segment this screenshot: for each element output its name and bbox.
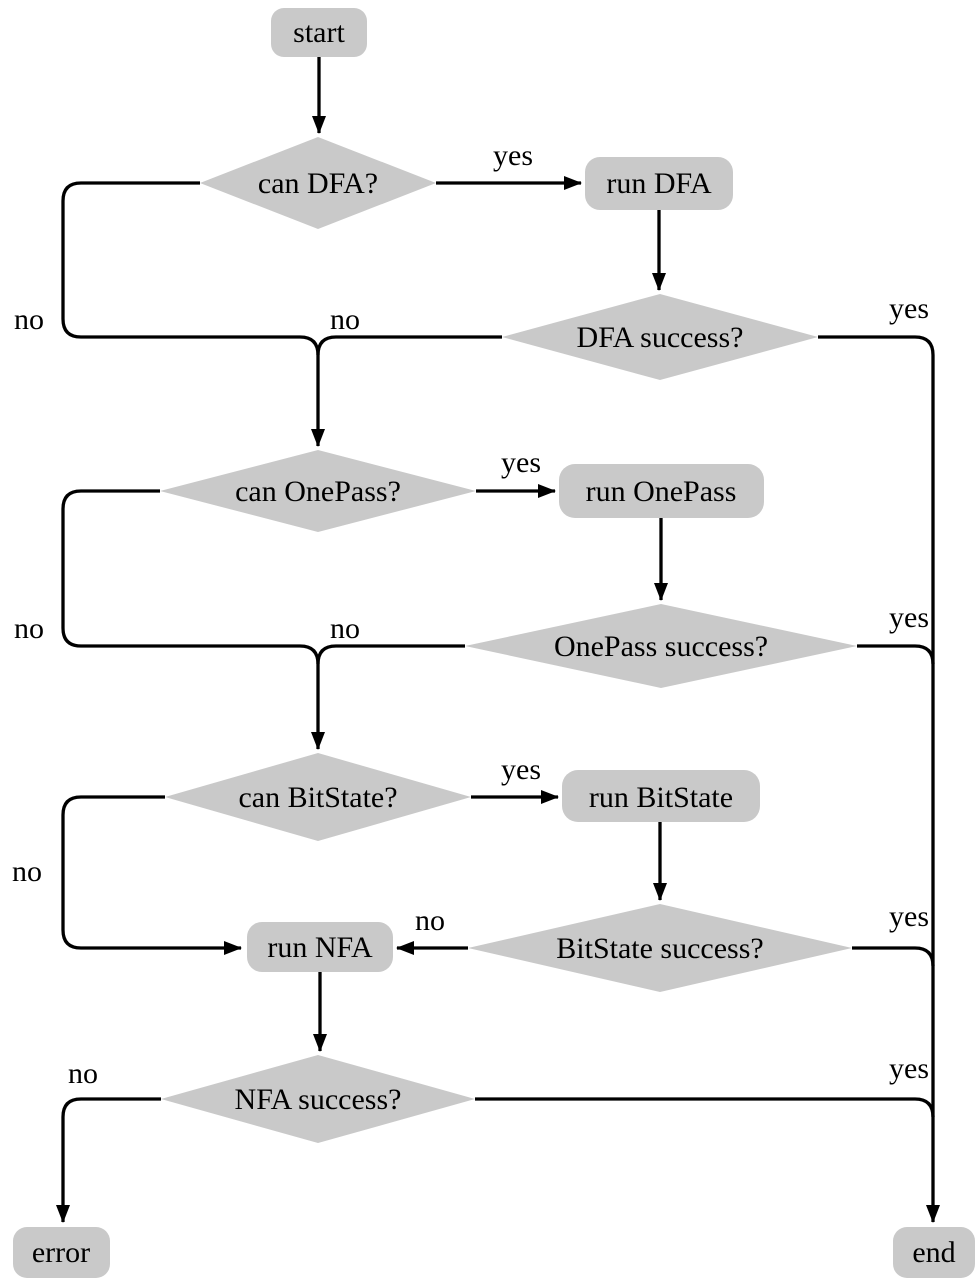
edge-nfa-success-no-to-error — [56, 1097, 161, 1223]
dfa-success-diamond — [502, 294, 818, 380]
edge-nfa-success-yes — [475, 1097, 935, 1118]
node-nfa-success: NFA success? — [161, 1055, 475, 1143]
edge-label-can-dfa-yes: yes — [493, 139, 533, 172]
can-bitstate-diamond — [165, 753, 471, 841]
node-can-dfa: can DFA? — [200, 137, 436, 229]
run-bitstate-box — [562, 770, 760, 822]
edge-can-onepass-no — [61, 489, 325, 750]
nfa-success-label: NFA success? — [235, 1083, 402, 1116]
can-bitstate-label: can BitState? — [238, 781, 397, 814]
node-error: error — [13, 1227, 110, 1278]
error-label: error — [32, 1236, 90, 1269]
run-nfa-label: run NFA — [267, 931, 373, 964]
start-box — [271, 8, 367, 57]
run-dfa-label: run DFA — [606, 167, 712, 200]
edge-onepass-success-yes — [857, 644, 935, 665]
node-onepass-success: OnePass success? — [465, 604, 857, 688]
edge-label-nfa-success-no: no — [68, 1057, 98, 1090]
nfa-success-diamond — [161, 1055, 475, 1143]
run-dfa-box — [585, 157, 733, 210]
edge-label-can-bitstate-no: no — [12, 855, 42, 888]
node-run-nfa: run NFA — [247, 922, 393, 972]
error-box — [13, 1227, 110, 1278]
start-label: start — [293, 16, 345, 49]
run-bitstate-label: run BitState — [589, 781, 733, 814]
node-can-onepass: can OnePass? — [160, 450, 476, 532]
node-start: start — [271, 8, 367, 57]
run-onepass-box — [559, 464, 764, 518]
edge-label-onepass-success-no: no — [330, 612, 360, 645]
node-run-bitstate: run BitState — [562, 770, 760, 822]
edge-label-can-onepass-yes: yes — [501, 446, 541, 479]
edge-layer — [56, 57, 940, 1223]
run-nfa-box — [247, 922, 393, 972]
edge-dfa-success-yes-to-end — [818, 335, 940, 1223]
end-box — [893, 1227, 975, 1278]
edge-label-layer: yes yes no no yes yes no no yes yes no n… — [12, 139, 929, 1090]
edge-label-bitstate-success-yes: yes — [889, 900, 929, 933]
can-onepass-label: can OnePass? — [235, 475, 401, 508]
bitstate-success-diamond — [468, 904, 852, 992]
edge-dfa-success-no — [316, 335, 502, 356]
edge-label-dfa-success-no: no — [330, 303, 360, 336]
can-dfa-label: can DFA? — [258, 167, 378, 200]
node-dfa-success: DFA success? — [502, 294, 818, 380]
can-dfa-diamond — [200, 137, 436, 229]
onepass-success-label: OnePass success? — [554, 630, 768, 663]
edge-label-onepass-success-yes: yes — [889, 601, 929, 634]
edge-bitstate-success-yes — [852, 946, 935, 967]
can-onepass-diamond — [160, 450, 476, 532]
node-bitstate-success: BitState success? — [468, 904, 852, 992]
onepass-success-diamond — [465, 604, 857, 688]
bitstate-success-label: BitState success? — [556, 932, 763, 965]
edge-label-can-onepass-no: no — [14, 612, 44, 645]
dfa-success-label: DFA success? — [577, 321, 744, 354]
edge-label-can-dfa-no: no — [14, 303, 44, 336]
node-run-onepass: run OnePass — [559, 464, 764, 518]
edge-label-bitstate-success-no: no — [415, 904, 445, 937]
edge-label-nfa-success-yes: yes — [889, 1052, 929, 1085]
end-label: end — [912, 1236, 955, 1269]
edge-can-bitstate-no — [61, 795, 242, 955]
edge-label-can-bitstate-yes: yes — [501, 753, 541, 786]
node-run-dfa: run DFA — [585, 157, 733, 210]
edge-can-dfa-no — [61, 181, 325, 447]
node-end: end — [893, 1227, 975, 1278]
node-can-bitstate: can BitState? — [165, 753, 471, 841]
run-onepass-label: run OnePass — [586, 475, 737, 508]
edge-onepass-success-no — [316, 644, 465, 665]
node-layer: start can DFA? run DFA DFA success? can … — [13, 8, 975, 1278]
edge-label-dfa-success-yes: yes — [889, 292, 929, 325]
